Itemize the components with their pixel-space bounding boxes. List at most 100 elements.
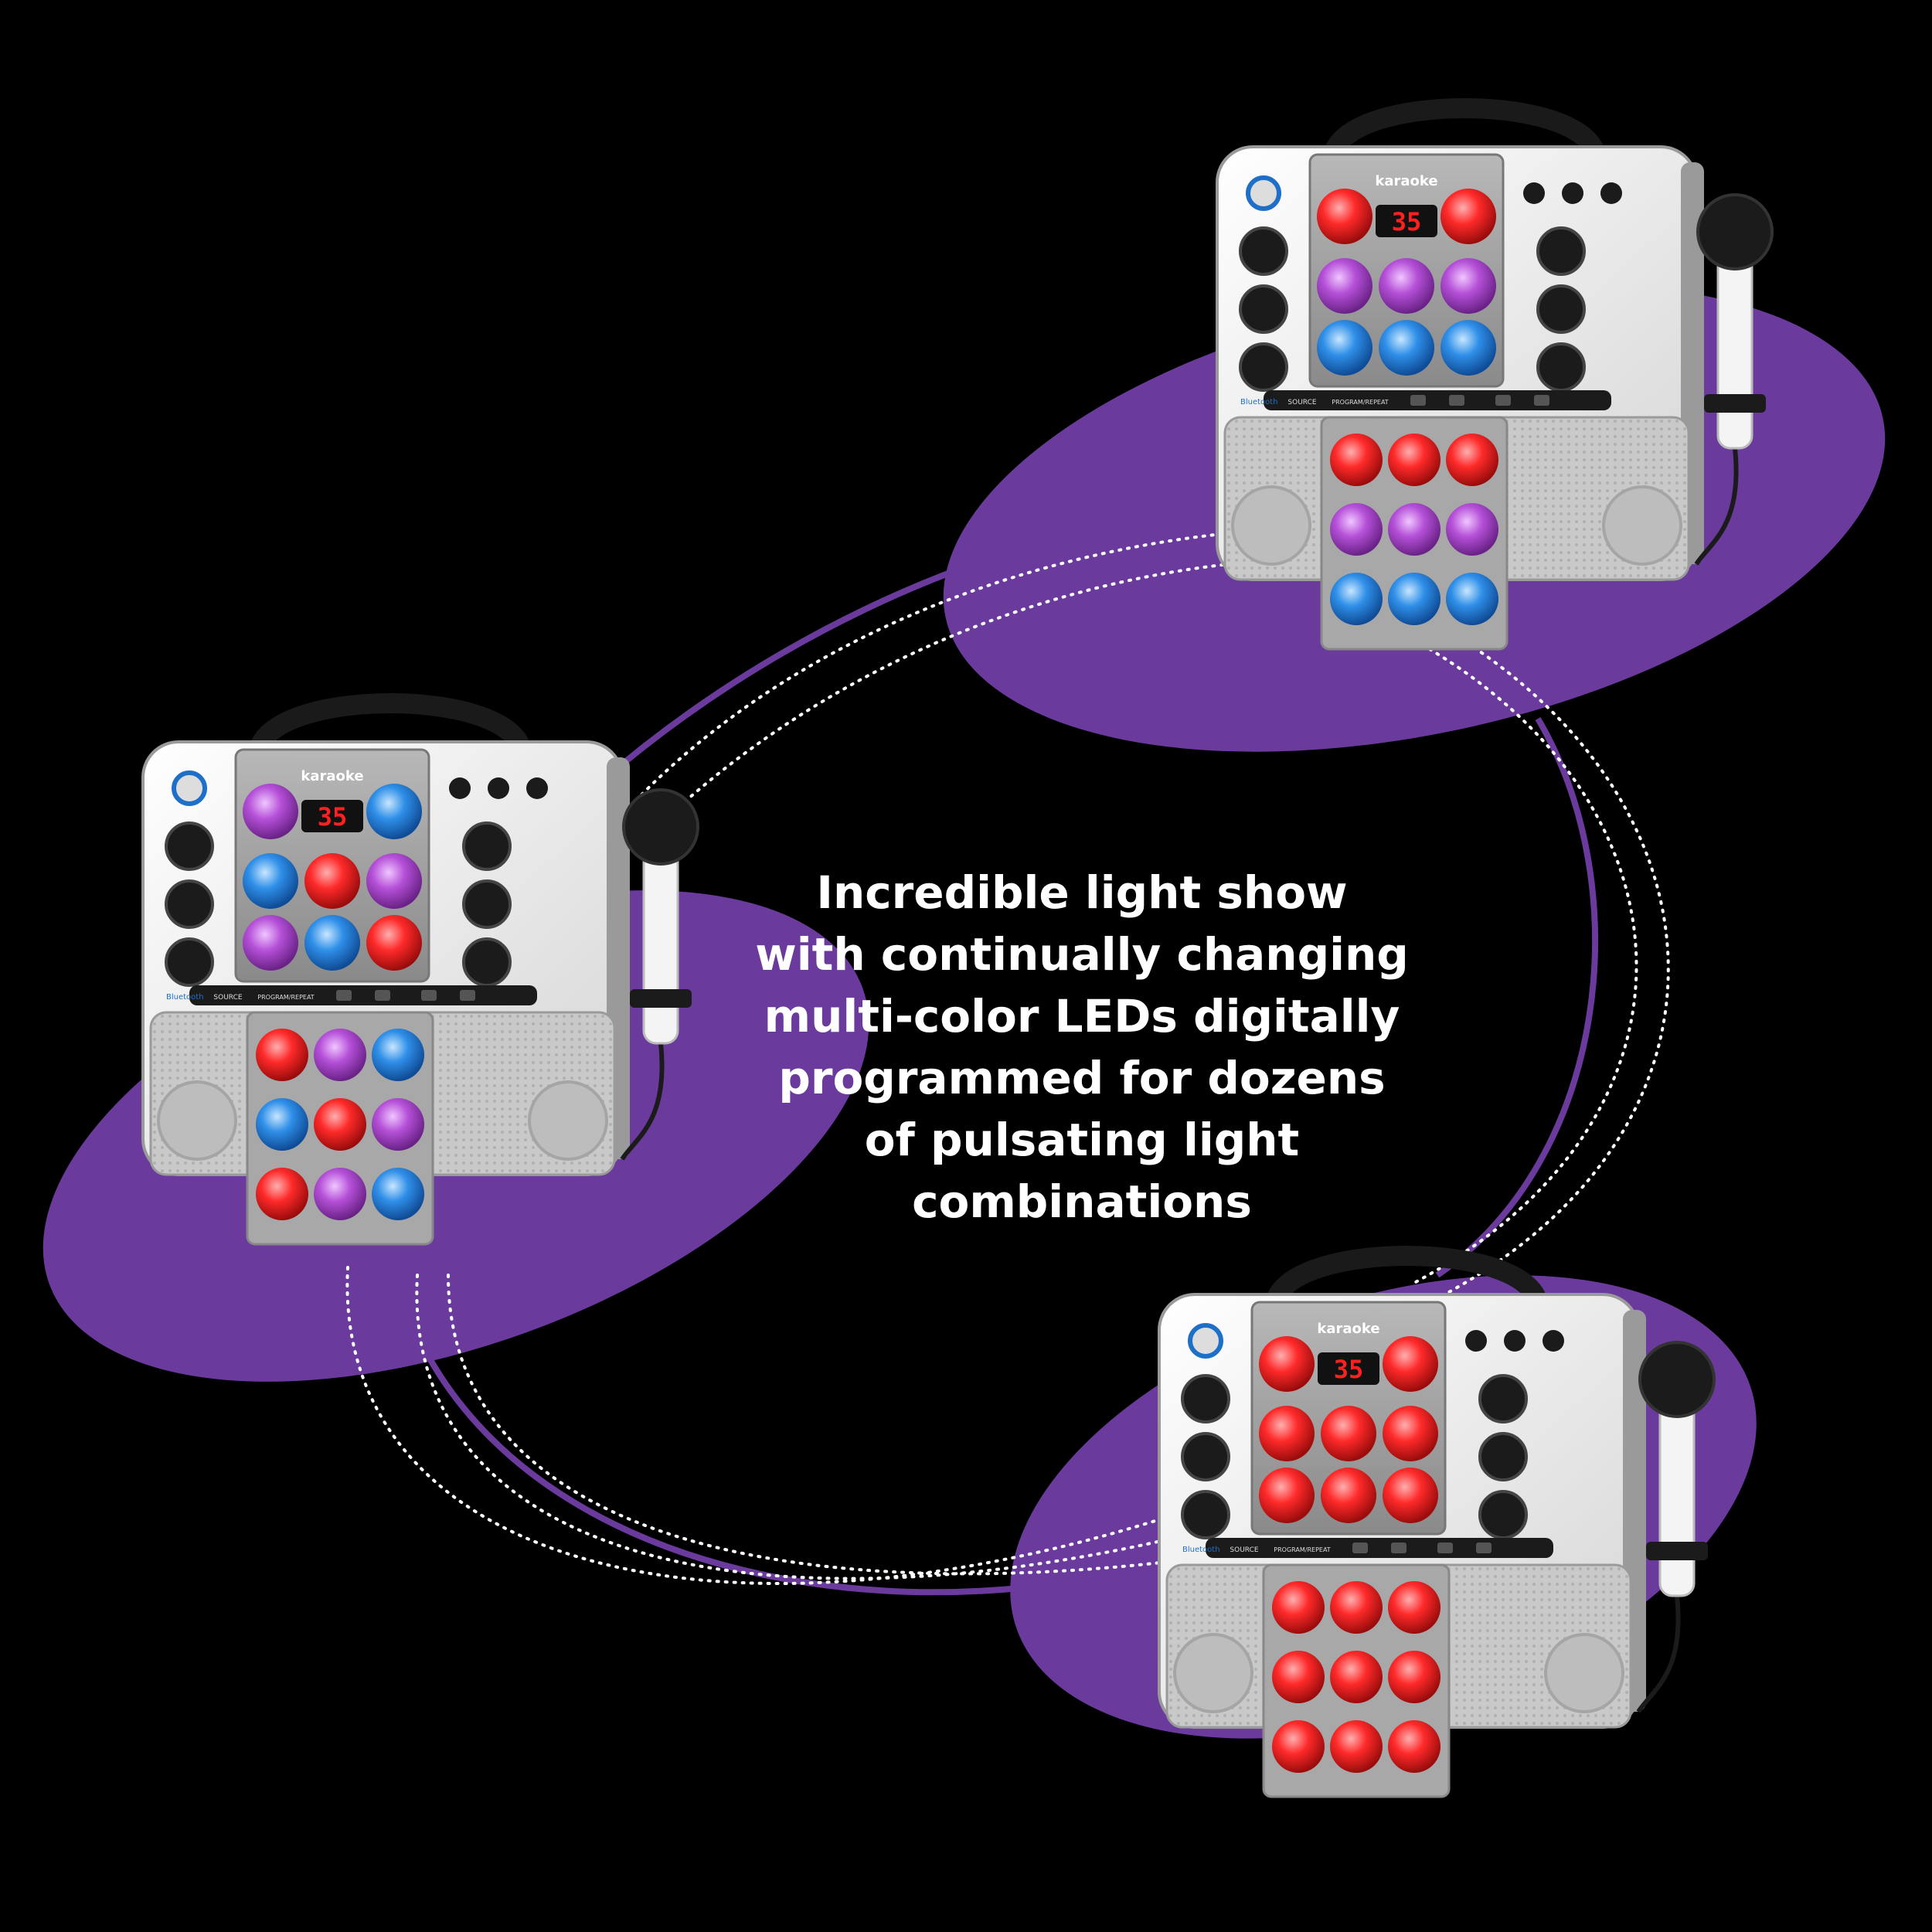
volume-knob [1181, 1432, 1230, 1481]
connector-paths [345, 530, 1670, 1596]
dotted-curve-lower-b [415, 1274, 1176, 1580]
headline-line: Incredible light show [816, 866, 1348, 919]
display-screen [301, 800, 363, 832]
led-light-purple [1330, 503, 1383, 556]
led-light-blue [372, 1168, 424, 1220]
volume-knob [1478, 1432, 1528, 1481]
dotted-curve-lower-c [447, 1274, 1176, 1576]
speaker-cone-left [1231, 485, 1311, 566]
led-light-purple [243, 784, 298, 839]
volume-knob [1239, 284, 1288, 334]
display-screen [1376, 205, 1437, 237]
volume-knob [1239, 342, 1288, 392]
headline-line: programmed for dozens [778, 1052, 1386, 1104]
led-light-red [1330, 1720, 1383, 1773]
transport-button [375, 990, 390, 1001]
brand-logo: karaoke [301, 768, 363, 784]
led-light-red [1383, 1336, 1438, 1392]
led-light-red [1388, 1720, 1440, 1773]
led-light-purple [1440, 258, 1496, 314]
led-light-purple [1317, 258, 1372, 314]
led-light-blue [1330, 573, 1383, 625]
microphone-cable [1636, 1595, 1681, 1713]
led-light-red [1383, 1468, 1438, 1523]
volume-knob [165, 937, 214, 987]
control-button [1504, 1330, 1526, 1352]
transport-button [421, 990, 437, 1001]
microphone-head-icon [1638, 1341, 1716, 1418]
led-light-red [1272, 1651, 1325, 1703]
brand-logo: karaoke [1375, 173, 1437, 189]
dotted-curve-lower-a [345, 1266, 1176, 1585]
speaker-cone-left [157, 1080, 237, 1161]
control-button [1465, 1330, 1487, 1352]
led-light-red [1272, 1720, 1325, 1773]
program-repeat-button-label: PROGRAM/REPEAT [1332, 399, 1389, 406]
led-light-purple [1388, 503, 1440, 556]
microphone-handle [1716, 246, 1753, 450]
control-button [1562, 182, 1583, 204]
led-light-purple [372, 1098, 424, 1151]
microphone [620, 788, 699, 1161]
led-light-red [1446, 434, 1498, 486]
transport-button [1495, 395, 1511, 406]
led-light-purple [314, 1029, 366, 1081]
led-light-red [1259, 1406, 1315, 1461]
led-light-blue [243, 853, 298, 909]
led-light-red [1388, 1651, 1440, 1703]
program-repeat-button-label: PROGRAM/REPEAT [257, 994, 315, 1001]
volume-knob [462, 821, 512, 871]
headline: Incredible light show with continually c… [696, 862, 1468, 1233]
source-button-label: SOURCE [1230, 1546, 1258, 1554]
led-light-red [1330, 1581, 1383, 1634]
volume-knob [165, 879, 214, 929]
transport-button [1391, 1543, 1406, 1553]
headline-line: of pulsating light [864, 1114, 1300, 1166]
led-light-red [1317, 189, 1372, 244]
source-button-label: SOURCE [213, 994, 242, 1002]
display-readout: 35 [1334, 1355, 1364, 1384]
led-light-red [1321, 1406, 1376, 1461]
led-light-red [1383, 1406, 1438, 1461]
led-light-red [1259, 1336, 1315, 1392]
solid-curve-right [1435, 716, 1598, 1278]
led-light-purple [1446, 503, 1498, 556]
volume-knob [462, 937, 512, 987]
speaker-cone-left [1173, 1633, 1253, 1713]
volume-knob [1536, 284, 1586, 334]
led-light-red [1388, 1581, 1440, 1634]
led-light-red [314, 1098, 366, 1151]
volume-knob [1536, 342, 1586, 392]
microphone-clip [630, 989, 692, 1008]
bluetooth-label: Bluetooth [1182, 1546, 1220, 1554]
transport-bar [1264, 390, 1611, 410]
control-button [488, 777, 509, 799]
power-button-icon [1188, 1323, 1223, 1359]
transport-button [1437, 1543, 1453, 1553]
bluetooth-label: Bluetooth [1240, 398, 1278, 406]
volume-knob [1478, 1374, 1528, 1423]
led-light-blue [1317, 320, 1372, 376]
volume-knob [165, 821, 214, 871]
led-light-purple [366, 853, 422, 909]
solid-curve-upper [600, 530, 1083, 784]
headline-line: multi-color LEDs digitally [764, 990, 1400, 1043]
led-light-red [1388, 434, 1440, 486]
led-light-purple [243, 915, 298, 971]
led-light-blue [1388, 573, 1440, 625]
control-button [526, 777, 548, 799]
led-light-red [304, 853, 360, 909]
source-button-label: SOURCE [1287, 399, 1316, 406]
led-light-red [366, 915, 422, 971]
brand-logo: karaoke [1317, 1321, 1379, 1337]
handle [1265, 1246, 1548, 1312]
led-light-blue [1440, 320, 1496, 376]
microphone-head-icon [1696, 193, 1774, 270]
led-light-red [1321, 1468, 1376, 1523]
control-button [449, 777, 471, 799]
led-light-red [1272, 1581, 1325, 1634]
